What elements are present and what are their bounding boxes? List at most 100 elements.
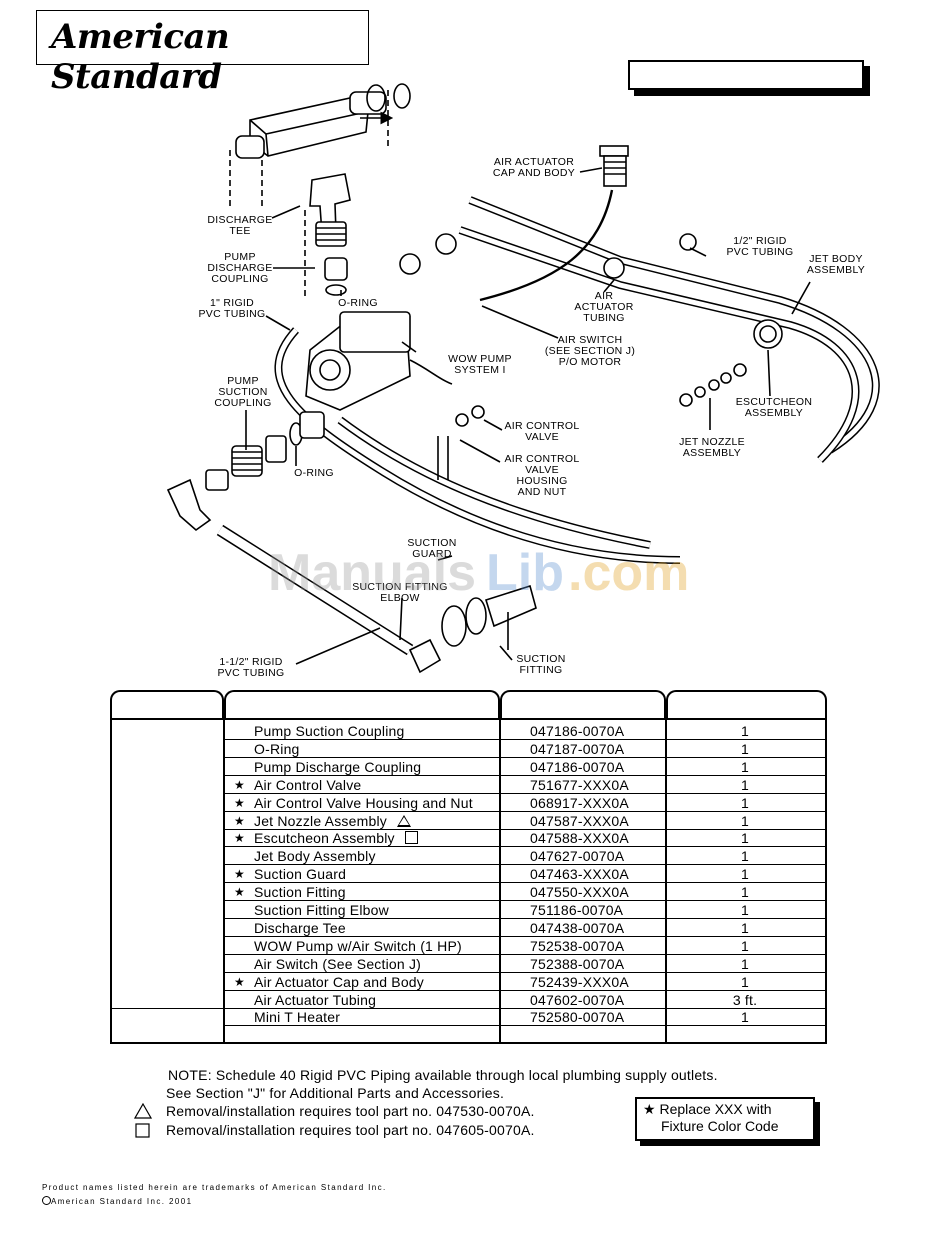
part-number: 047187-0070A <box>530 740 625 757</box>
part-quantity: 1 <box>741 919 749 936</box>
label-air-switch-3: P/O MOTOR <box>559 356 622 368</box>
table-body <box>110 718 827 1044</box>
label-air-control-housing-4: AND NUT <box>518 486 567 498</box>
part-number: 047186-0070A <box>530 723 625 739</box>
label-escutcheon-1: ESCUTCHEON <box>736 396 813 408</box>
part-description: Air Actuator Cap and Body <box>254 973 424 991</box>
label-air-control-valve-2: VALVE <box>525 431 559 443</box>
label-pump-suction-3: COUPLING <box>214 397 271 409</box>
table-header-cell <box>224 690 500 718</box>
label-oring-mid: O-RING <box>294 467 334 479</box>
part-number: 068917-XXX0A <box>530 794 629 811</box>
part-description-text: Suction Fitting Elbow <box>254 902 389 918</box>
label-rigid-1-2: PVC TUBING <box>199 308 266 320</box>
label-rigid-1-1: 1" RIGID <box>210 297 254 309</box>
table-header-cell <box>500 690 666 718</box>
label-suction-fitting-2: FITTING <box>520 664 563 676</box>
column-divider <box>665 718 667 1044</box>
label-pump-discharge-3: COUPLING <box>211 273 268 285</box>
legend-line-1: Replace XXX with <box>659 1101 772 1117</box>
label-discharge-tee-2: TEE <box>229 225 250 237</box>
part-description: Suction Fitting Elbow <box>254 901 389 919</box>
part-description: Air Control Valve <box>254 776 361 794</box>
part-description-text: Suction Guard <box>254 866 347 883</box>
column-divider <box>223 718 225 1044</box>
part-description-text: Air Actuator Tubing <box>254 991 377 1008</box>
part-number: 751677-XXX0A <box>530 776 629 793</box>
part-quantity: 1 <box>741 955 749 972</box>
part-number: 752439-XXX0A <box>530 973 629 990</box>
label-air-actuator-2: CAP AND BODY <box>493 167 575 179</box>
table-row: Pump Suction Coupling 047186-0070A 1 <box>110 722 827 740</box>
row-divider <box>224 739 827 740</box>
label-jet-nozzle-1: JET NOZZLE <box>679 436 745 448</box>
note-line-2: See Section "J" for Additional Parts and… <box>166 1085 505 1101</box>
part-description-text: Pump Discharge Coupling <box>254 758 422 775</box>
part-description-text: Jet Nozzle Assembly <box>254 812 387 829</box>
table-header-cell <box>110 690 224 718</box>
footer-copyright-text: American Standard Inc. 2001 <box>51 1197 193 1206</box>
row-divider <box>224 953 827 955</box>
label-air-act-tubing-3: TUBING <box>583 312 624 324</box>
part-description: Air Control Valve Housing and Nut <box>254 794 473 812</box>
exploded-parts-diagram: AIR ACTUATOR CAP AND BODY DISCHARGE TEE … <box>166 83 880 679</box>
diagram-linework <box>166 83 880 674</box>
label-wow-pump-1: WOW PUMP <box>448 353 512 365</box>
part-quantity: 1 <box>741 723 749 739</box>
part-description-text: Air Control Valve Housing and Nut <box>254 794 473 811</box>
part-number: 047463-XXX0A <box>530 866 629 883</box>
part-description-text: Air Switch (See Section J) <box>254 955 422 972</box>
color-code-legend: ★ Replace XXX with Fixture Color Code <box>635 1097 815 1141</box>
part-description: Jet Nozzle Assembly <box>254 812 411 830</box>
part-quantity: 1 <box>741 866 749 883</box>
part-number: 047186-0070A <box>530 758 625 775</box>
part-description: Pump Suction Coupling <box>254 722 405 740</box>
label-air-act-tubing-2: ACTUATOR <box>574 301 633 313</box>
label-air-control-housing-1: AIR CONTROL <box>504 453 579 465</box>
label-suction-elbow-1: SUCTION FITTING <box>352 581 448 593</box>
watermark-part-1: Manuals <box>268 544 476 602</box>
label-air-switch-1: AIR SWITCH <box>558 334 623 346</box>
star-icon: ★ <box>234 974 245 989</box>
label-jet-body-1: JET BODY <box>809 253 863 265</box>
label-suction-fitting-1: SUCTION <box>516 653 565 665</box>
row-divider <box>224 1025 827 1027</box>
footer-trademark: Product names listed herein are trademar… <box>42 1183 387 1192</box>
row-divider <box>224 846 827 848</box>
watermark-part-3: .com <box>568 544 689 602</box>
part-number: 047438-0070A <box>530 919 625 936</box>
label-suction-guard-1: SUCTION <box>407 537 456 549</box>
part-quantity: 1 <box>741 776 749 793</box>
row-divider <box>224 989 827 991</box>
part-description-text: Air Actuator Cap and Body <box>254 973 424 990</box>
part-quantity: 1 <box>741 794 749 811</box>
star-icon: ★ <box>643 1101 656 1117</box>
part-description: WOW Pump w/Air Switch (1 HP) <box>254 937 462 955</box>
part-number: 752538-0070A <box>530 937 625 954</box>
table-row: Pump Discharge Coupling 047186-0070A 1 <box>110 758 827 776</box>
label-half-rigid-1: 1/2" RIGID <box>733 235 787 247</box>
label-rigid-15-1: 1-1/2" RIGID <box>219 656 282 668</box>
part-description: Air Switch (See Section J) <box>254 955 421 973</box>
part-number: 751186-0070A <box>530 902 624 918</box>
square-icon <box>404 831 418 845</box>
row-divider <box>224 882 827 884</box>
footer-copyright: American Standard Inc. 2001 <box>42 1196 192 1206</box>
part-description-text: Pump Suction Coupling <box>254 723 405 739</box>
part-description: Jet Body Assembly <box>254 847 376 865</box>
label-escutcheon-2: ASSEMBLY <box>745 407 803 419</box>
watermark-part-2: Lib <box>486 544 564 602</box>
part-quantity: 1 <box>741 758 749 775</box>
watermark: Manuals Lib .com <box>268 544 689 602</box>
label-pump-suction-1: PUMP <box>227 375 259 387</box>
part-description: Escutcheon Assembly <box>254 829 418 847</box>
part-description-text: Discharge Tee <box>254 919 346 936</box>
logo-text: American Standard <box>51 17 230 97</box>
label-pump-discharge-2: DISCHARGE <box>207 262 272 274</box>
column-divider <box>499 718 501 1044</box>
part-number: 752388-0070A <box>530 955 625 972</box>
